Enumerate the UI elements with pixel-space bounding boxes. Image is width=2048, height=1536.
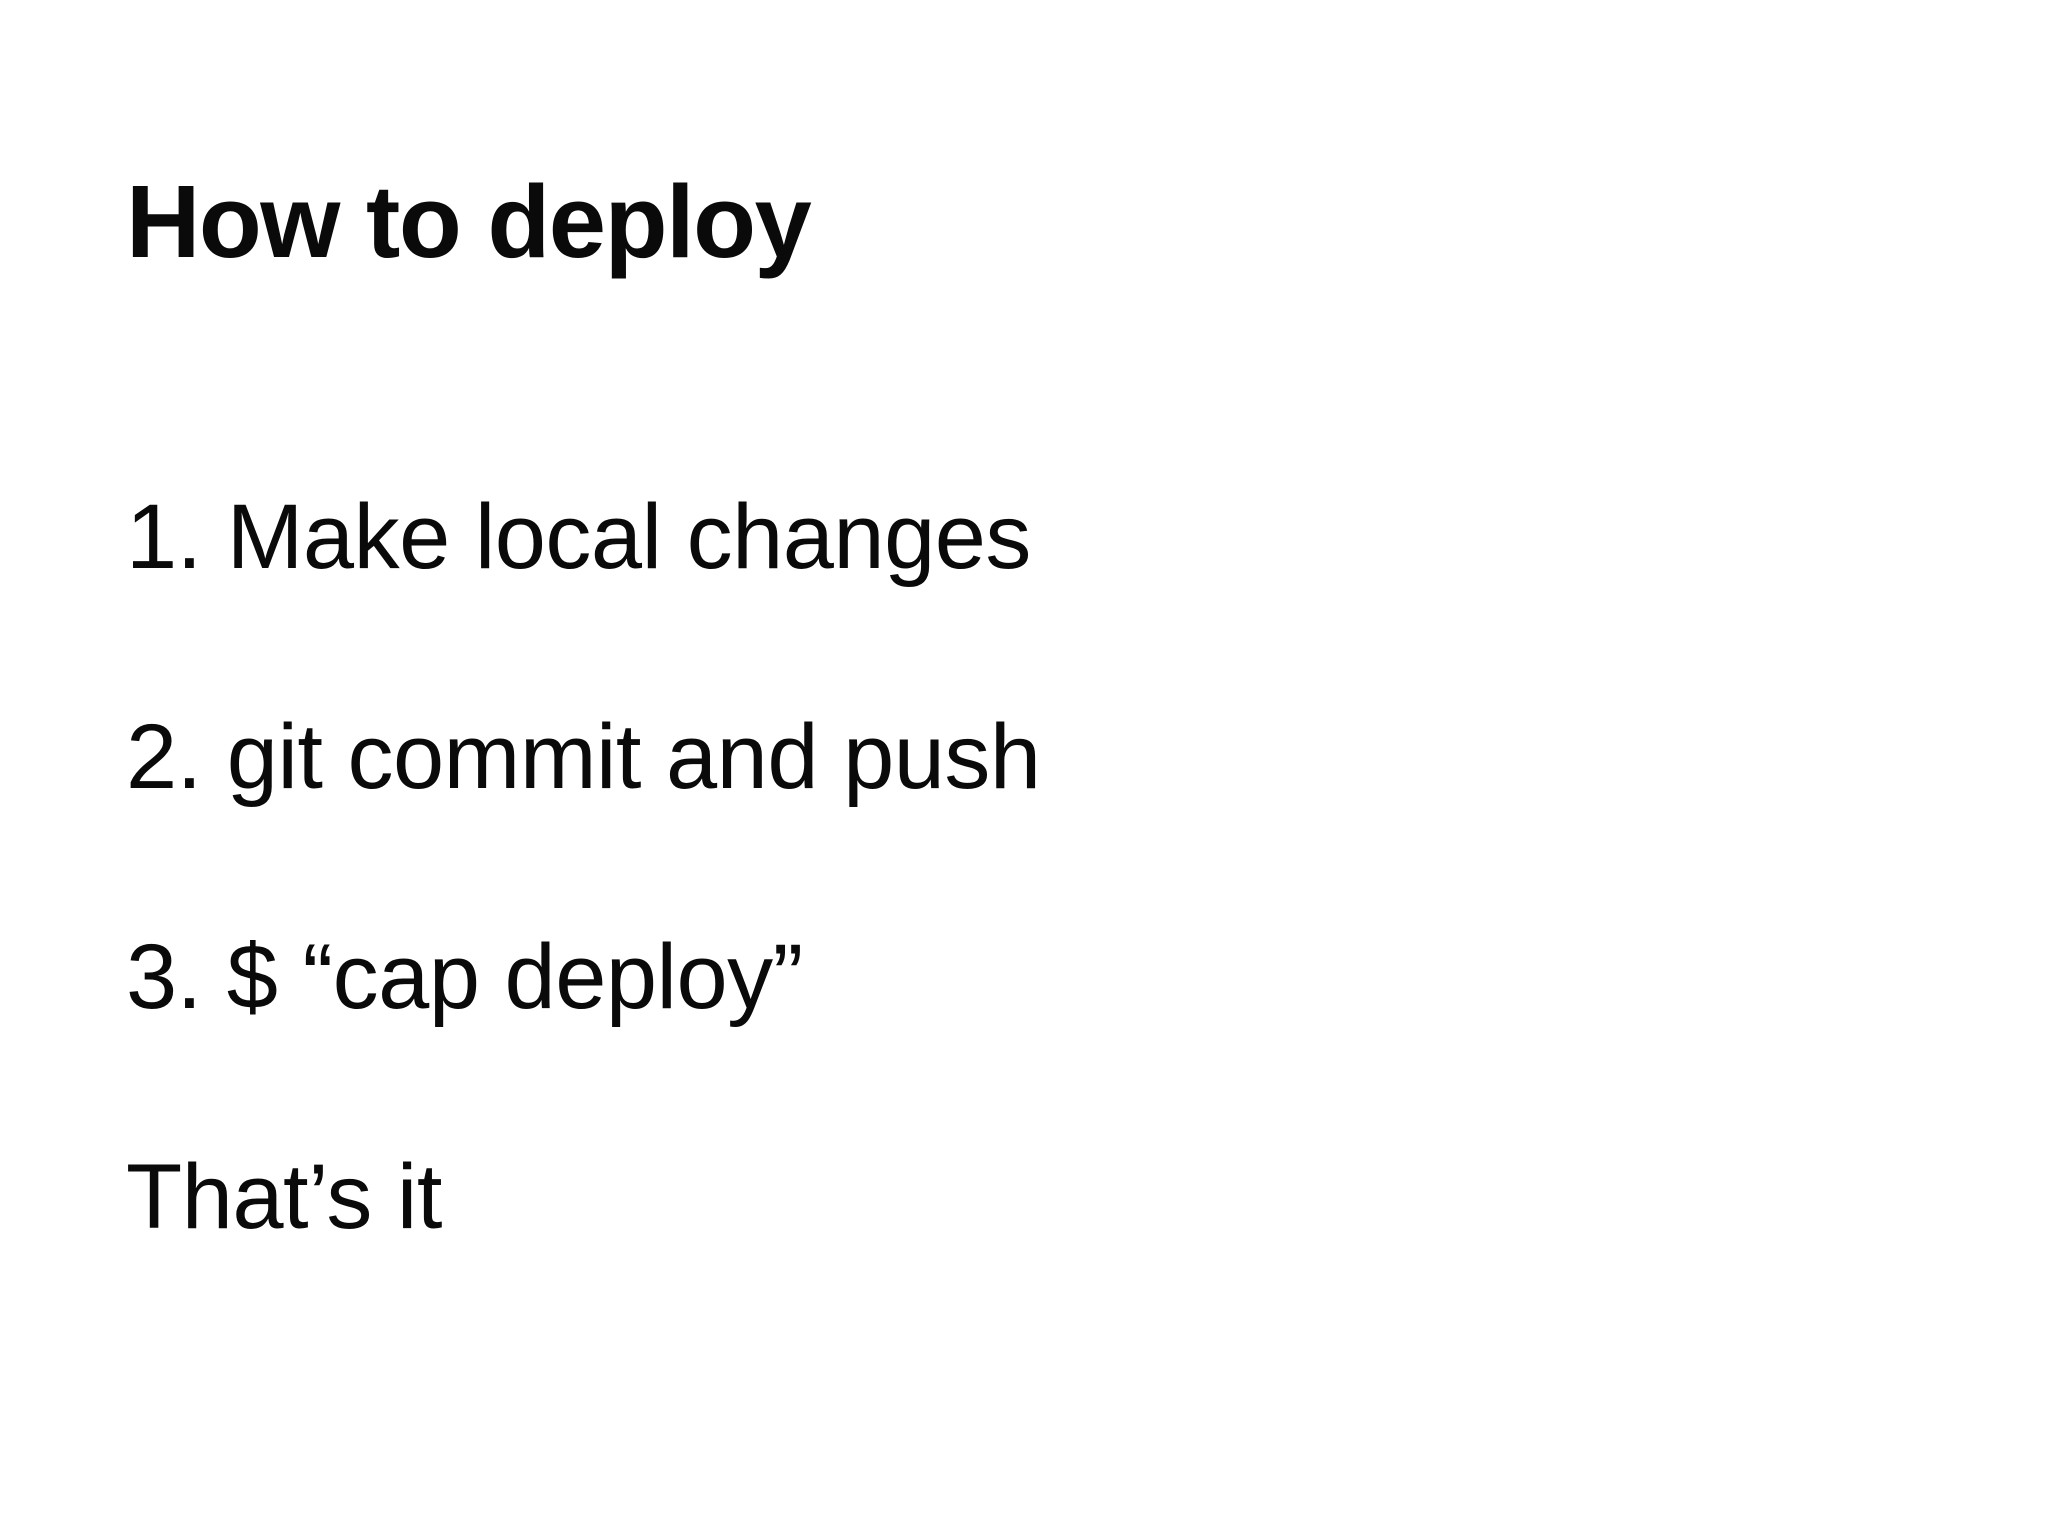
list-item: 1. Make local changes	[126, 486, 1031, 588]
list-item: That’s it	[126, 1146, 442, 1248]
list-item: 2. git commit and push	[126, 706, 1041, 808]
list-item: 3. $ “cap deploy”	[126, 926, 803, 1028]
deploy-steps-list: 1. Make local changes 2. git commit and …	[126, 486, 1926, 1248]
page-title: How to deploy	[126, 164, 812, 279]
